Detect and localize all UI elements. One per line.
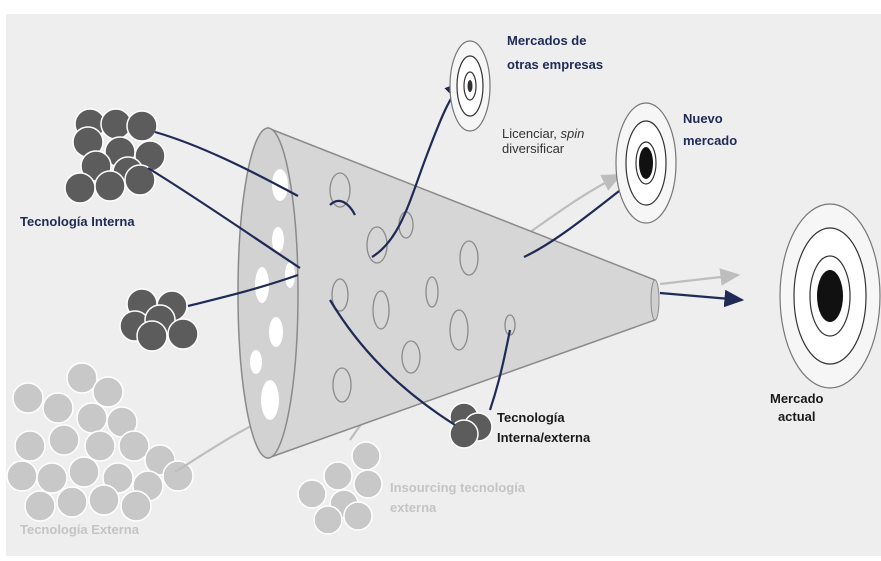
label-licenciar-spin: spin: [561, 126, 585, 141]
label-insourcing-line2: externa: [390, 498, 525, 518]
label-otros-mercados-line1: Mercados de: [507, 32, 603, 50]
label-mercado-actual: Mercado actual: [770, 390, 823, 426]
label-nuevo-mercado-line1: Nuevo: [683, 110, 737, 128]
label-licenciar-line2: diversificar: [502, 141, 584, 156]
label-otros-mercados-line2: otras empresas: [507, 56, 603, 74]
label-tie-line2: Interna/externa: [497, 428, 590, 448]
label-insourcing: Insourcing tecnología externa: [390, 478, 525, 518]
label-otros-mercados: Mercados de otras empresas: [507, 32, 603, 74]
label-licenciar-word: Licenciar,: [502, 126, 557, 141]
label-nuevo-mercado: Nuevo mercado: [683, 110, 737, 150]
label-mercado-actual-line2: actual: [770, 408, 823, 426]
label-tecnologia-externa: Tecnología Externa: [20, 521, 139, 539]
label-licenciar: Licenciar, spin diversificar: [502, 126, 584, 156]
label-tecnologia-interna: Tecnología Interna: [20, 213, 135, 231]
label-mercado-actual-line1: Mercado: [770, 390, 823, 408]
label-tecnologia-interna-externa: Tecnología Interna/externa: [497, 408, 590, 448]
label-nuevo-mercado-line2: mercado: [683, 132, 737, 150]
target-nuevo-mercado: [616, 103, 676, 223]
target-mercado-actual: [780, 204, 880, 388]
label-tie-line1: Tecnología: [497, 408, 590, 428]
target-otras-empresas: [450, 41, 490, 131]
label-insourcing-line1: Insourcing tecnología: [390, 478, 525, 498]
